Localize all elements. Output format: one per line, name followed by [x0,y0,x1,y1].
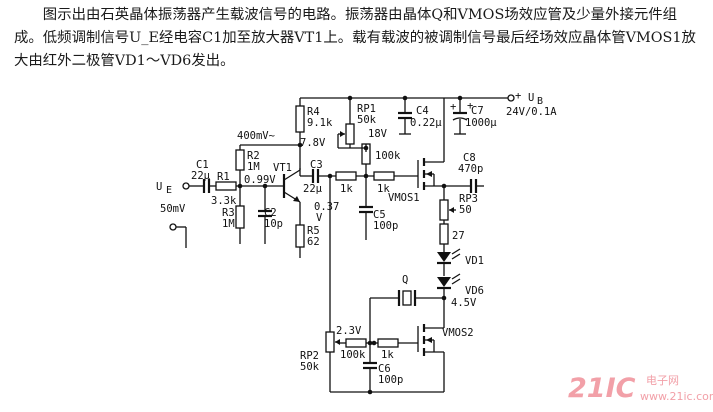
ue-sub-label: E [166,185,172,196]
rp3-label: RP3 [459,193,478,205]
c8-value: 470p [458,163,483,175]
supply-rail [300,94,515,102]
v037-label: 0.37 [314,201,339,213]
c2-value: 10p [264,218,283,230]
capacitor-c6 [363,343,377,392]
rp3-value: 50 [459,204,472,216]
ground-rail [330,389,444,395]
r5-value: 62 [307,236,320,248]
c7-label: C7 [471,105,484,117]
c4-plus-label: + [450,101,456,113]
capacitor-c5 [359,176,373,240]
rp1-label: RP1 [357,103,376,115]
ub-rating-label: 24V/0.1A [506,106,557,118]
resistor-27 [439,223,449,252]
r2-label: R2 [247,150,260,162]
capacitor-c2 [258,186,272,244]
r1-value: 3.3k [211,195,237,207]
resistor-r3 [235,186,245,244]
r4-label: R4 [307,106,320,118]
c7-value: 1000μ [465,117,497,129]
k100-top-label: 100k [375,150,401,162]
description-text: 图示出由石英晶体振荡器产生载波信号的电路。振荡器由晶体Q和VMOS场效应管及少量… [14,7,696,69]
resistor-1k-a [335,171,374,181]
c6-value: 100p [378,374,403,386]
vt1-label: VT1 [273,162,292,174]
c4-value: 0.22μ [410,117,442,129]
v78-label: 7.8V [300,137,326,149]
resistor-r2 [235,144,300,186]
vd1-label: VD1 [465,255,484,267]
r3-label: R3 [222,207,235,219]
mv50-label: 50mV [160,203,186,215]
capacitor-c4 [398,98,412,135]
watermark-logo: 21IC 电子网 www.21ic.com [568,373,713,404]
resistor-r5 [295,224,305,258]
resistor-1k-bottom [371,338,418,348]
k100-bottom-label: 100k [340,349,366,361]
potentiometer-rp3 [439,199,456,224]
capacitor-c1 [189,179,216,193]
ue-label: U [156,181,162,193]
mosfet-vmos1 [417,98,445,200]
potentiometer-rp2 [325,176,340,392]
potentiometer-rp1 [337,98,369,151]
c5-label: C5 [373,209,386,221]
led-vd6 [437,273,461,314]
c4-label: C4 [416,105,429,117]
ub-sub-label: B [537,96,543,107]
q-label: Q [402,274,408,286]
ue-terminal [182,182,190,190]
r2-value: 1M [247,161,260,173]
capacitor-c8 [441,179,484,193]
c1-value: 22μ [191,170,211,182]
c7-plus-label: + [467,100,473,112]
c8-label: C8 [463,152,476,164]
watermark-cn: 电子网 [646,374,679,387]
resistor-100k-top [361,143,371,176]
ub-label: U [528,92,534,104]
c5-value: 100p [373,220,398,232]
k1a-label: 1k [340,183,353,195]
r1-label: R1 [217,171,230,183]
watermark-url: www.21ic.com [640,390,713,403]
vd6-label: VD6 [465,285,484,297]
v18-label: 18V [368,128,388,140]
input-return [169,223,187,248]
circuit-description: 图示出由石英晶体振荡器产生载波信号的电路。振荡器由晶体Q和VMOS场效应管及少量… [14,4,704,73]
r4-value: 9.1k [307,117,333,129]
ub-terminal [507,94,515,102]
r5-label: R5 [307,225,320,237]
ub-plus-label: + [515,90,521,102]
v-unit-label: V [316,212,323,224]
v23-label: 2.3V [336,325,362,337]
mosfet-vmos2 [417,314,445,392]
watermark-brand: 21IC [568,373,636,404]
c6-label: C6 [378,363,391,375]
v099-label: 0.99V [244,174,276,186]
r3-value: 1M [222,218,235,230]
transistor-vt1 [282,168,301,225]
k1-bottom-label: 1k [381,349,394,361]
c3-label: C3 [310,159,323,171]
c2-label: C2 [264,207,277,219]
capacitor-c7 [452,98,468,135]
vmos1-label: VMOS1 [388,192,420,204]
resistor-r4 [295,98,305,168]
rp1-value: 50k [357,114,377,126]
r27-label: 27 [452,230,465,242]
resistor-1k-b [373,171,418,181]
v45-label: 4.5V [451,297,477,309]
v400-label: 400mV~ [237,130,275,142]
k1b-label: 1k [377,183,390,195]
rp2-label: RP2 [300,350,319,362]
c1-label: C1 [196,159,209,171]
crystal-q [367,290,444,346]
led-vd1 [437,248,461,276]
vmos2-label: VMOS2 [442,327,474,339]
c3-value: 22μ [303,183,323,195]
rp2-value: 50k [300,361,320,373]
capacitor-c3 [299,168,336,183]
